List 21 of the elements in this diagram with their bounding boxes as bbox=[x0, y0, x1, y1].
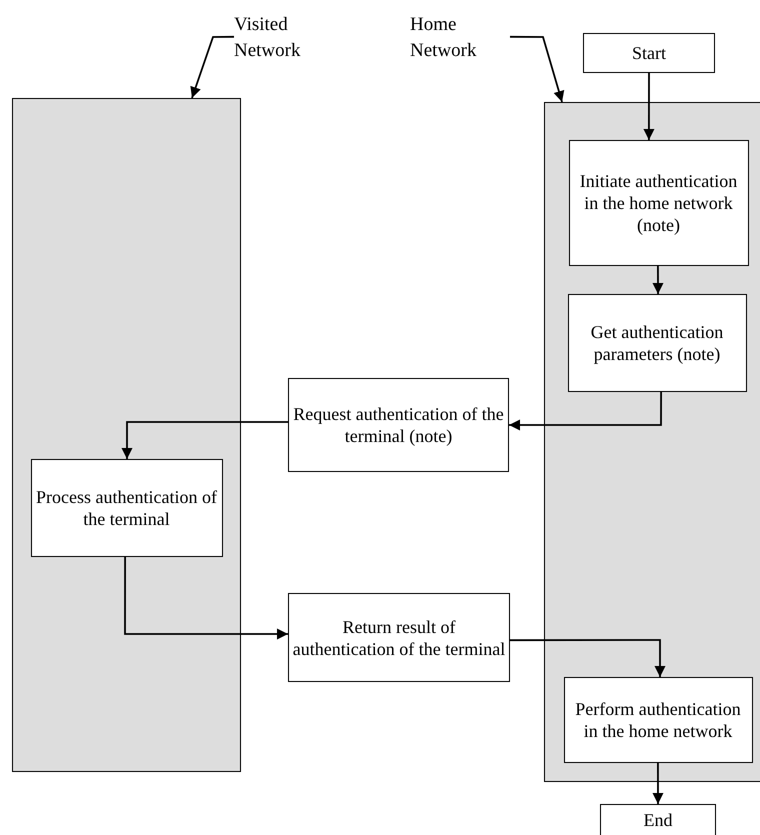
arrow bbox=[652, 266, 664, 294]
network-panel bbox=[544, 102, 760, 782]
arrow bbox=[124, 557, 288, 640]
process-box: Return result of authentication of the terminal bbox=[288, 593, 510, 682]
panel-label: Visited Network bbox=[234, 8, 344, 68]
process-box: Initiate authentication in the home network (note) bbox=[568, 140, 748, 266]
process-box: Request authentication of the terminal (note) bbox=[288, 378, 509, 472]
process-box: Perform authentication in the home network bbox=[564, 676, 752, 762]
arrow bbox=[509, 392, 662, 430]
arrow bbox=[122, 421, 288, 459]
panel-label: Home Network bbox=[410, 8, 510, 68]
terminal-box: Start bbox=[583, 33, 715, 73]
leader-arrow bbox=[190, 36, 234, 98]
terminal-box: End bbox=[600, 804, 716, 835]
network-panel bbox=[12, 98, 241, 772]
leader-arrow bbox=[510, 36, 564, 102]
arrow bbox=[643, 73, 654, 140]
arrow bbox=[510, 639, 666, 677]
process-box: Get authentication parameters (note) bbox=[568, 294, 746, 392]
arrow bbox=[652, 763, 664, 804]
process-box: Process authentication of the terminal bbox=[30, 458, 222, 556]
